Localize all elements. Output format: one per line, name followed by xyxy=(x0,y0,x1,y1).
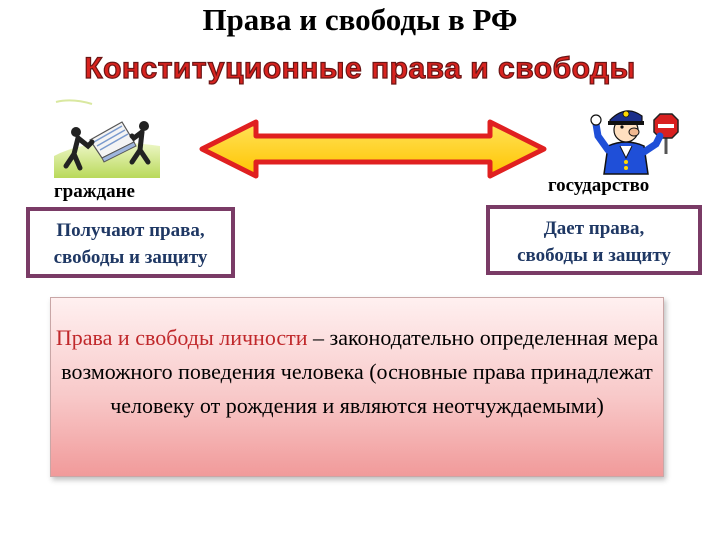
citizens-box-line2: свободы и защиту xyxy=(53,247,208,268)
citizens-label: граждане xyxy=(54,181,135,202)
double-headed-arrow-icon xyxy=(199,119,547,179)
definition-box: Права и свободы личности – законодательн… xyxy=(50,297,664,477)
definition-text: – законодательно определенная мера возмо… xyxy=(61,325,659,418)
state-label: государство xyxy=(548,175,650,196)
state-box: Дает права, свободы и защиту xyxy=(486,205,702,275)
state-box-line1: Дает права, xyxy=(543,218,645,239)
definition-term: Права и свободы личности xyxy=(55,325,308,350)
citizens-box-line1: Получают права, xyxy=(56,220,205,241)
policeman-stop-sign-icon xyxy=(590,110,679,175)
page-title: Права и свободы в РФ xyxy=(202,2,518,37)
citizens-box: Получают права, свободы и защиту xyxy=(26,207,235,278)
page-subtitle: Конституционные права и свободы xyxy=(84,51,636,85)
state-box-line2: свободы и защиту xyxy=(517,245,671,266)
citizens-pushing-book-icon xyxy=(54,99,160,178)
